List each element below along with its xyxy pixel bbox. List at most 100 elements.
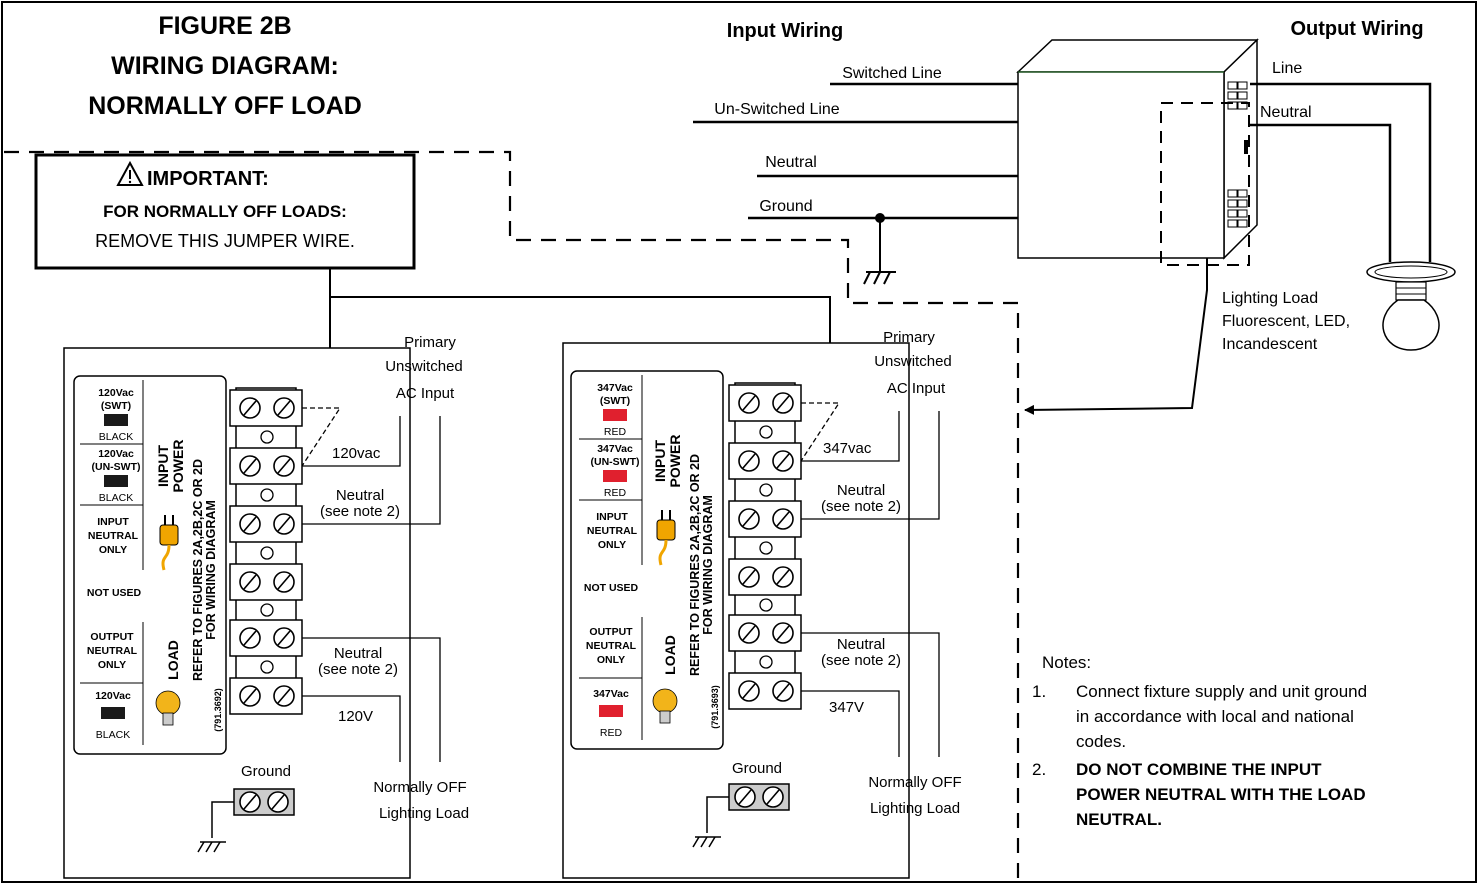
svg-text:NEUTRAL: NEUTRAL [87,645,138,657]
svg-text:NOT USED: NOT USED [584,582,639,594]
ground-symbol-347 [692,836,721,848]
svg-text:(UN-SWT): (UN-SWT) [591,456,640,468]
svg-text:POWER: POWER [667,435,683,488]
svg-text:(791.3692): (791.3692) [213,688,223,732]
svg-text:ONLY: ONLY [99,544,127,556]
svg-text:347vac: 347vac [823,440,872,457]
svg-text:(SWT): (SWT) [101,400,131,412]
svg-text:ONLY: ONLY [597,654,625,666]
svg-text:NEUTRAL: NEUTRAL [587,525,638,537]
svg-text:1.: 1. [1032,682,1046,701]
svg-text:INPUT: INPUT [155,445,171,487]
bulb-icon [155,690,181,726]
unit-347: 347Vac (SWT) RED 347Vac (UN-SWT) RED INP… [562,329,962,879]
svg-text:Neutral: Neutral [837,636,885,653]
svg-text:Neutral: Neutral [336,487,384,504]
ground-symbol-input [863,271,896,285]
unit-347-terminal-strip [728,382,802,710]
input-ground-label: Ground [759,198,812,215]
svg-text:INPUT: INPUT [97,516,129,528]
svg-text:347Vac: 347Vac [597,443,633,455]
svg-text:NEUTRAL.: NEUTRAL. [1076,810,1162,829]
svg-text:OUTPUT: OUTPUT [90,631,134,643]
warning-icon [116,160,144,186]
svg-text:(see note 2): (see note 2) [821,498,901,515]
lighting-load-label-1: Lighting Load [1222,290,1318,307]
dashed-boundary [4,150,1020,882]
ground-symbol-120 [197,841,226,853]
svg-text:LOAD: LOAD [165,640,181,680]
svg-text:Notes:: Notes: [1042,653,1091,672]
svg-text:BLACK: BLACK [96,729,130,741]
svg-text:BLACK: BLACK [99,431,133,443]
svg-text:ONLY: ONLY [598,539,626,551]
svg-text:(UN-SWT): (UN-SWT) [92,461,141,473]
svg-text:LOAD: LOAD [662,635,678,675]
svg-text:(see note 2): (see note 2) [821,652,901,669]
svg-text:Neutral: Neutral [837,482,885,499]
svg-text:codes.: codes. [1076,732,1126,751]
svg-text:Unswitched: Unswitched [385,358,463,375]
output-neutral-label: Neutral [1260,104,1312,121]
unit-347-label-panel [570,370,724,750]
input-neutral-label: Neutral [765,154,817,171]
switched-line-label: Switched Line [842,65,942,82]
output-line-wire [1250,82,1432,262]
svg-text:Ground: Ground [241,763,291,780]
enclosure-arrow [1024,258,1208,415]
svg-text:AC Input: AC Input [396,385,455,402]
output-neutral-wire [1250,123,1392,262]
unit-120-swt-swatch [104,414,128,426]
svg-text:NEUTRAL: NEUTRAL [88,530,139,542]
svg-text:INPUT: INPUT [596,511,628,523]
svg-text:DO NOT COMBINE THE INPUT: DO NOT COMBINE THE INPUT [1076,760,1322,779]
svg-text:REMOVE THIS JUMPER WIRE.: REMOVE THIS JUMPER WIRE. [95,231,355,251]
svg-text:FOR WIRING DIAGRAM: FOR WIRING DIAGRAM [701,495,715,635]
unit-347-load-swatch [599,705,623,717]
svg-text:Normally OFF: Normally OFF [868,774,961,791]
svg-text:FOR WIRING DIAGRAM: FOR WIRING DIAGRAM [204,500,218,640]
svg-text:120Vac: 120Vac [98,448,134,460]
important-callout: IMPORTANT: FOR NORMALLY OFF LOADS: REMOV… [34,153,416,270]
unit-120-unswt-swatch [104,475,128,487]
svg-text:OUTPUT: OUTPUT [589,626,633,638]
svg-text:Normally OFF: Normally OFF [373,779,466,796]
svg-text:INPUT: INPUT [652,440,668,482]
svg-text:(see note 2): (see note 2) [318,661,398,678]
svg-text:Neutral: Neutral [334,645,382,662]
svg-text:ONLY: ONLY [98,659,126,671]
svg-text:WIRING DIAGRAM:: WIRING DIAGRAM: [111,52,339,80]
svg-text:REFER TO FIGURES 2A,2B,2C OR 2: REFER TO FIGURES 2A,2B,2C OR 2D [191,459,205,681]
plug-icon [656,510,676,566]
svg-text:NEUTRAL: NEUTRAL [586,640,637,652]
output-line-label: Line [1272,60,1302,77]
svg-text:(SWT): (SWT) [600,395,630,407]
svg-text:NORMALLY OFF LOAD: NORMALLY OFF LOAD [88,92,362,120]
unit-120-label-panel [73,375,227,755]
svg-text:120V: 120V [338,708,373,725]
svg-text:NOT USED: NOT USED [87,587,142,599]
svg-text:REFER TO FIGURES 2A,2B,2C OR 2: REFER TO FIGURES 2A,2B,2C OR 2D [688,454,702,676]
svg-text:Ground: Ground [732,760,782,777]
unit-347-unswt-swatch [603,470,627,482]
plug-icon [159,515,179,571]
svg-text:FOR NORMALLY OFF LOADS:: FOR NORMALLY OFF LOADS: [103,202,347,221]
notes-section: Notes: 1. Connect fixture supply and uni… [1032,653,1367,829]
svg-text:Primary: Primary [883,329,935,346]
svg-text:347V: 347V [829,699,864,716]
svg-text:(791.3693): (791.3693) [710,685,720,729]
svg-text:IMPORTANT:: IMPORTANT: [147,168,269,190]
svg-text:AC Input: AC Input [887,380,946,397]
svg-text:Connect fixture supply and uni: Connect fixture supply and unit ground [1076,682,1367,701]
svg-text:Primary: Primary [404,334,456,351]
enclosure-dashed-zone [1160,102,1250,266]
unit-120: 120Vac (SWT) BLACK 120Vac (UN-SWT) BLACK… [63,334,469,879]
svg-text:120Vac: 120Vac [95,690,131,702]
svg-text:120vac: 120vac [332,445,381,462]
svg-text:in accordance with local and n: in accordance with local and national [1076,707,1354,726]
svg-text:2.: 2. [1032,760,1046,779]
svg-text:RED: RED [600,727,623,739]
svg-text:POWER: POWER [170,440,186,493]
svg-text:Unswitched: Unswitched [874,353,952,370]
